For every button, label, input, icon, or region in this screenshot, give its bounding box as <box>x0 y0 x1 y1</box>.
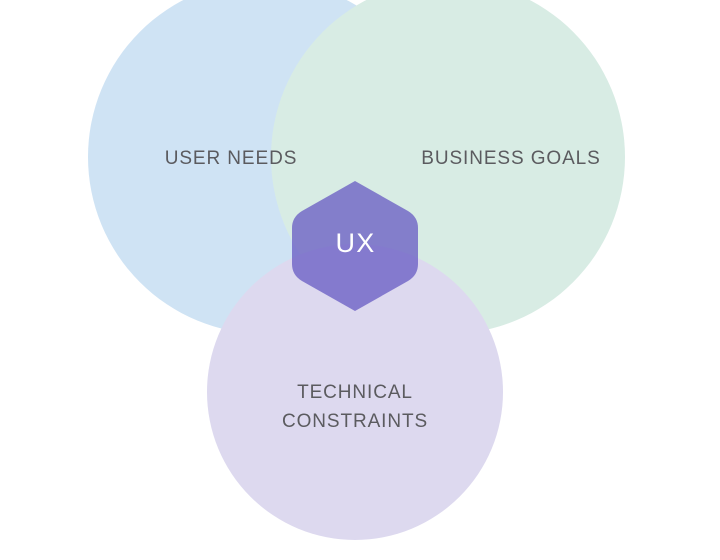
label-user-needs: USER NEEDS <box>164 148 298 169</box>
circle-technical-constraints <box>207 244 503 540</box>
label-business-goals: BUSINESS GOALS <box>421 148 601 169</box>
venn-circles <box>88 0 625 540</box>
label-technical-constraints: TECHNICAL CONSTRAINTS <box>281 382 429 433</box>
label-ux: UX <box>335 228 376 258</box>
ux-hexagon-shape <box>292 181 418 311</box>
